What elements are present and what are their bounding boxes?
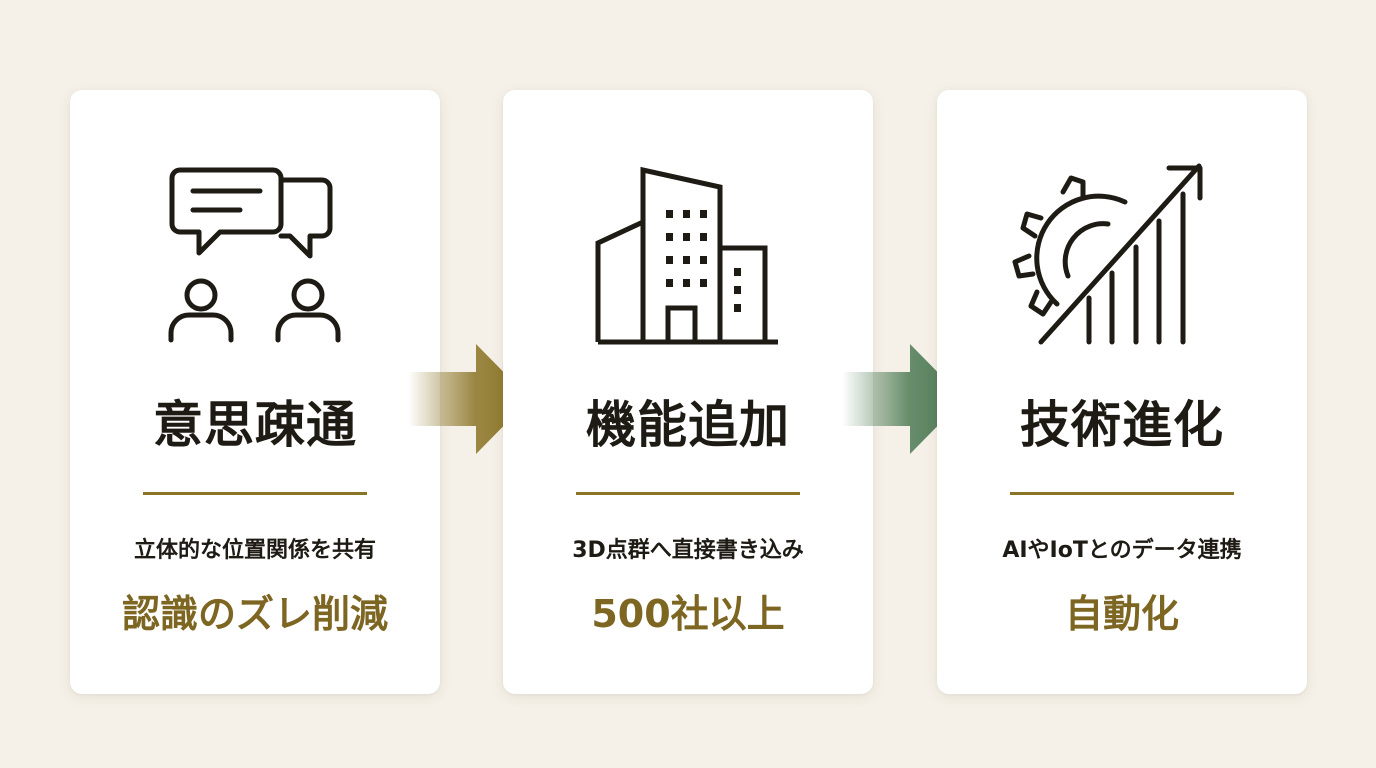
card-tech-evolution: 技術進化 AIやIoTとのデータ連携 自動化 bbox=[937, 90, 1307, 694]
divider bbox=[576, 492, 800, 495]
gear-growth-chart-icon bbox=[1012, 163, 1203, 345]
card-description: 3D点群へ直接書き込み bbox=[572, 538, 804, 563]
office-building-icon bbox=[595, 166, 778, 345]
right-arrow-icon bbox=[842, 344, 964, 454]
divider bbox=[1010, 492, 1234, 495]
card-title: 意思疎通 bbox=[153, 395, 357, 454]
card-highlight: 自動化 bbox=[1064, 592, 1179, 636]
card-description: AIやIoTとのデータ連携 bbox=[1002, 538, 1242, 563]
right-arrow-icon bbox=[408, 344, 530, 454]
card-highlight: 認識のズレ削減 bbox=[121, 592, 388, 636]
conversation-people-icon bbox=[168, 167, 341, 343]
divider bbox=[143, 492, 367, 495]
card-highlight: 500社以上 bbox=[591, 592, 785, 636]
card-communication: 意思疎通 立体的な位置関係を共有 認識のズレ削減 bbox=[70, 90, 440, 694]
card-title: 機能追加 bbox=[586, 395, 790, 454]
card-title: 技術進化 bbox=[1020, 395, 1224, 454]
card-feature-addition: 機能追加 3D点群へ直接書き込み 500社以上 bbox=[503, 90, 873, 694]
card-description: 立体的な位置関係を共有 bbox=[133, 538, 376, 563]
